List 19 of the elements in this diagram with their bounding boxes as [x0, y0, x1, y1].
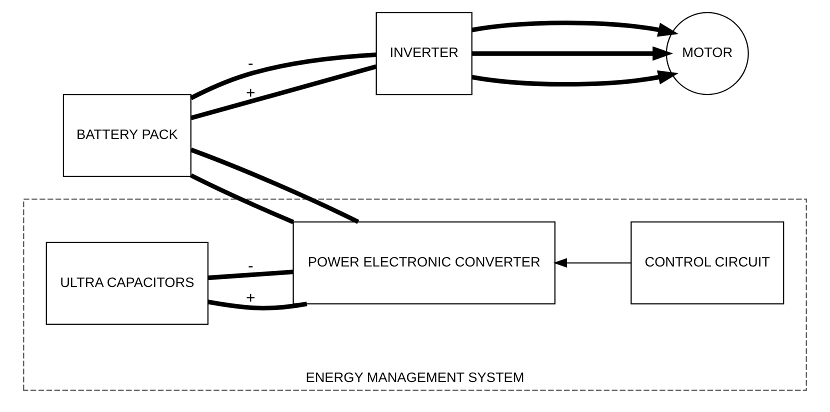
connector	[208, 300, 308, 310]
connector	[190, 173, 294, 224]
node-box: BATTERY PACK	[62, 94, 192, 177]
node-box: POWER ELECTRONIC CONVERTER	[292, 221, 556, 304]
arrow	[472, 46, 674, 61]
node-box: ULTRA CAPACITORS	[46, 242, 209, 325]
node-box: CONTROL CIRCUIT	[630, 221, 784, 304]
arrow	[553, 258, 631, 268]
connector	[208, 270, 294, 280]
connector	[190, 64, 377, 120]
arrow	[472, 20, 679, 37]
edge-label: +	[246, 290, 256, 307]
arrow	[472, 70, 679, 87]
connector	[190, 52, 376, 100]
edge-label: -	[248, 56, 254, 73]
edge-label: +	[246, 85, 256, 102]
edge-label: -	[248, 258, 254, 276]
node-circle: MOTOR	[666, 12, 749, 96]
node-box: INVERTER	[376, 12, 472, 96]
